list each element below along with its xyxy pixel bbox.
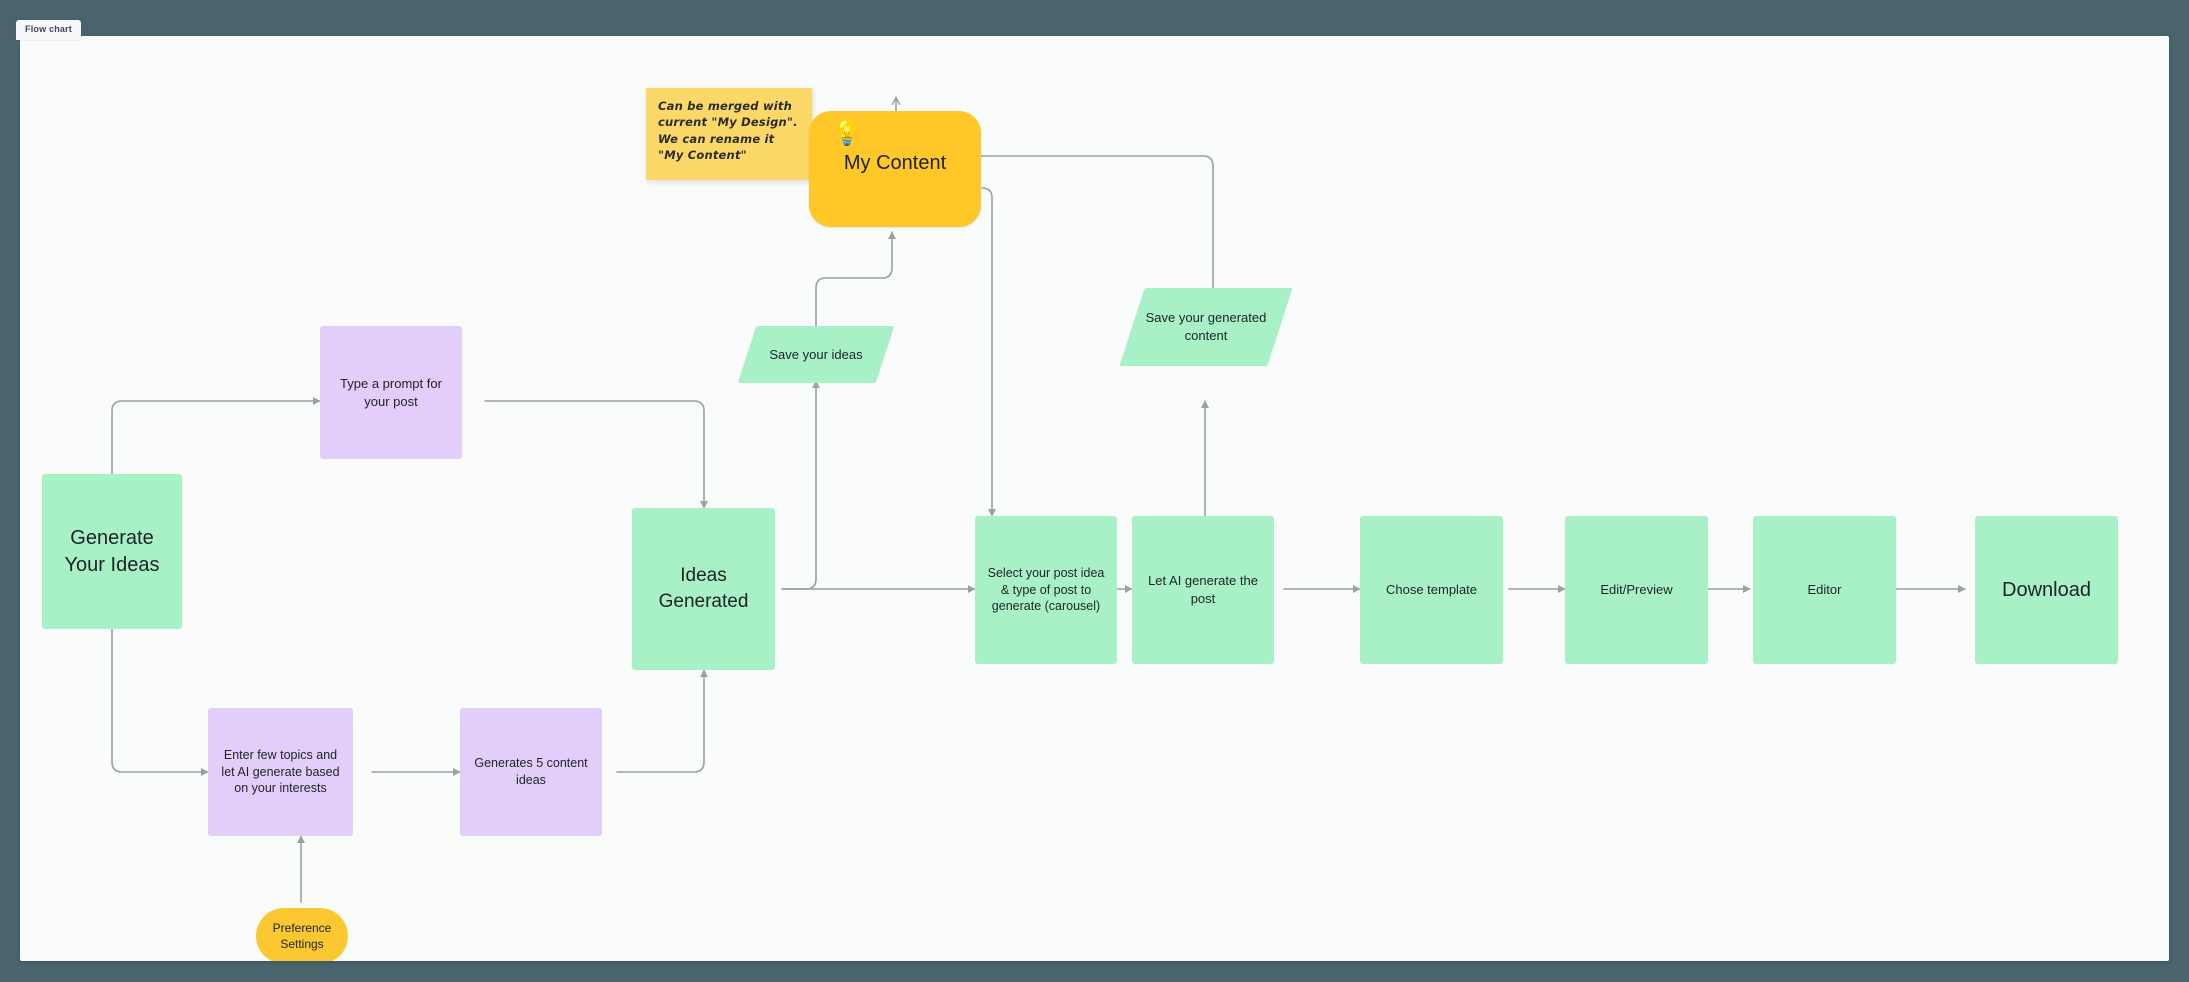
- node-label: Save your generated content: [1145, 310, 1267, 343]
- edge-generate-to-topics: [111, 627, 209, 776]
- flowchart-canvas[interactable]: Generate Your Ideas Type a prompt for yo…: [20, 36, 2169, 961]
- node-enter-few-topics[interactable]: Enter few topics and let AI generate bas…: [208, 708, 353, 836]
- node-label: Edit/Preview: [1600, 582, 1673, 598]
- node-label: Generates 5 content ideas: [474, 756, 588, 787]
- node-type-a-prompt[interactable]: Type a prompt for your post: [320, 326, 462, 459]
- sticky-note-text: Can be merged with current "My Design". …: [658, 99, 798, 162]
- node-let-ai-generate[interactable]: Let AI generate the post: [1132, 516, 1274, 664]
- node-my-content[interactable]: 💡 My Content: [809, 111, 981, 227]
- lightbulb-icon: 💡: [832, 120, 862, 147]
- node-select-post-idea[interactable]: Select your post idea & type of post to …: [975, 516, 1117, 664]
- node-label: Editor: [1807, 582, 1842, 598]
- node-label: Download: [2002, 578, 2091, 601]
- node-label: Save your ideas: [769, 346, 863, 362]
- edge-generate-to-prompt: [111, 397, 321, 475]
- sticky-note[interactable]: Can be merged with current "My Design". …: [646, 88, 812, 180]
- node-save-generated-content[interactable]: Save your generated content: [1119, 288, 1293, 366]
- node-label: My Content: [843, 152, 947, 174]
- board-tab[interactable]: Flow chart: [16, 20, 82, 40]
- node-label: Type a prompt for your post: [340, 375, 442, 409]
- node-label: Ideas Generated: [658, 565, 749, 612]
- node-label: Chose template: [1385, 582, 1478, 598]
- edge-ideas-to-save-ideas: [781, 380, 820, 590]
- node-generate-your-ideas[interactable]: Generate Your Ideas: [42, 474, 182, 629]
- node-label: Enter few topics and let AI generate bas…: [221, 747, 340, 796]
- node-preference-settings[interactable]: Preference Settings: [256, 908, 348, 961]
- node-label: Let AI generate the post: [1148, 573, 1258, 606]
- edge-save-ideas-to-my-content: [815, 231, 896, 327]
- node-label: Select your post idea & type of post to …: [987, 565, 1105, 614]
- node-edit-preview[interactable]: Edit/Preview: [1565, 516, 1708, 664]
- node-label: Preference Settings: [272, 920, 332, 951]
- node-download[interactable]: Download: [1975, 516, 2118, 664]
- node-label: Generate Your Ideas: [64, 526, 160, 576]
- edge-prompt-to-ideas: [484, 400, 708, 509]
- node-save-your-ideas[interactable]: Save your ideas: [737, 326, 895, 383]
- node-generates-5-content-ideas[interactable]: Generates 5 content ideas: [460, 708, 602, 836]
- node-chose-template[interactable]: Chose template: [1360, 516, 1503, 664]
- edge-generates-to-ideas: [616, 669, 708, 773]
- node-ideas-generated[interactable]: Ideas Generated: [632, 508, 775, 670]
- node-editor[interactable]: Editor: [1753, 516, 1896, 664]
- edge-my-content-to-select: [981, 187, 996, 517]
